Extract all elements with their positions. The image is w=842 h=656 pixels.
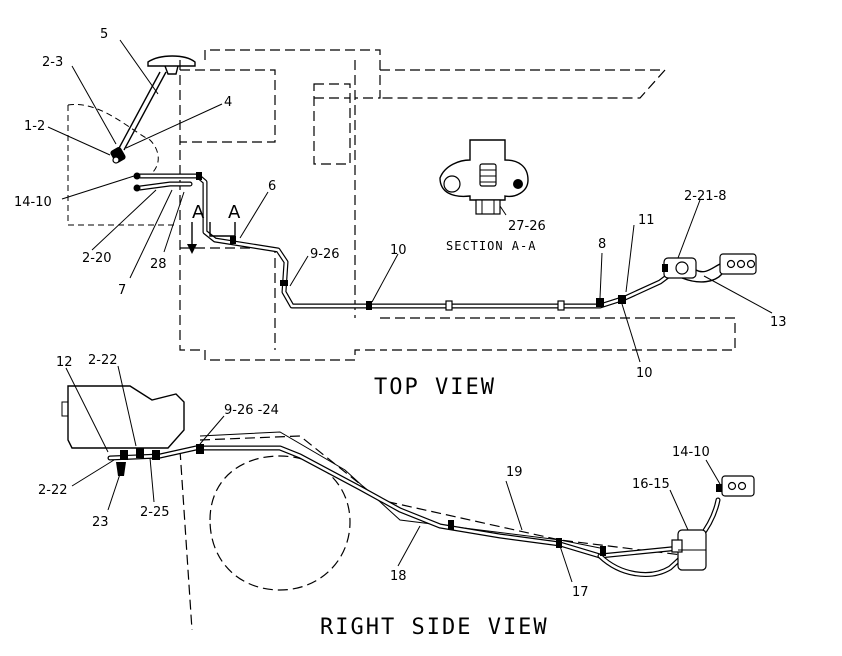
callout-14-10-side: 14-10: [672, 445, 710, 460]
callout-9-26-24: 9-26 -24: [224, 403, 279, 418]
hose-clamps-side: [116, 444, 606, 556]
filter-16-15: [671, 529, 707, 571]
callout-19: 19: [506, 465, 523, 480]
callout-2-25: 2-25: [140, 505, 170, 520]
section-a-a-title: SECTION A-A: [446, 239, 536, 253]
fitting-1-2: [110, 147, 126, 164]
right-side-view: 12 2-22 9-26 -24 2-22 23 2-25 19 14-10 1…: [38, 353, 755, 640]
callout-28: 28: [150, 257, 167, 272]
callout-5: 5: [100, 27, 108, 42]
top-view-title: TOP VIEW: [374, 375, 496, 400]
fuel-tank: [61, 385, 185, 449]
section-a-a-detail: [439, 139, 529, 215]
callout-10-top: 10: [390, 243, 407, 258]
callout-11: 11: [638, 213, 655, 228]
callout-13: 13: [770, 315, 787, 330]
callout-1-2: 1-2: [24, 119, 45, 134]
side-leaders: [65, 365, 721, 583]
callout-10-bottom: 10: [636, 366, 653, 381]
filter-2-21-8: [662, 257, 697, 279]
callout-4: 4: [224, 95, 232, 110]
callout-2-22-bottom: 2-22: [38, 483, 68, 498]
section-cut-markers: [187, 222, 236, 254]
callout-7: 7: [118, 283, 126, 298]
precleaner-cap: [147, 55, 196, 75]
section-marker-a-right: A: [228, 202, 241, 223]
callout-2-20: 2-20: [82, 251, 112, 266]
hose-clamps-top: [133, 172, 626, 311]
callout-6: 6: [268, 179, 276, 194]
connector-block-14-10: [716, 475, 755, 497]
side-view-title: RIGHT SIDE VIEW: [320, 615, 549, 640]
callout-2-3: 2-3: [42, 55, 63, 70]
callout-17: 17: [572, 585, 589, 600]
callout-2-21-8: 2-21-8: [684, 189, 726, 204]
wheel-outline: [179, 449, 351, 631]
callout-9-26: 9-26: [310, 247, 340, 262]
top-view: 5 2-3 1-2 4 14-10 2-20 7 28 6 9-26 10 27…: [14, 27, 787, 400]
callout-16-15: 16-15: [632, 477, 670, 492]
section-marker-a-left: A: [192, 202, 205, 223]
callout-27-26: 27-26: [508, 219, 546, 234]
top-leaders: [47, 39, 773, 363]
callout-14-10: 14-10: [14, 195, 52, 210]
top-frame-outline: [67, 49, 736, 361]
callout-12: 12: [56, 355, 73, 370]
callout-18: 18: [390, 569, 407, 584]
connector-block-13: [681, 253, 757, 283]
callout-23: 23: [92, 515, 109, 530]
callout-2-22-top: 2-22: [88, 353, 118, 368]
callout-8: 8: [598, 237, 606, 252]
